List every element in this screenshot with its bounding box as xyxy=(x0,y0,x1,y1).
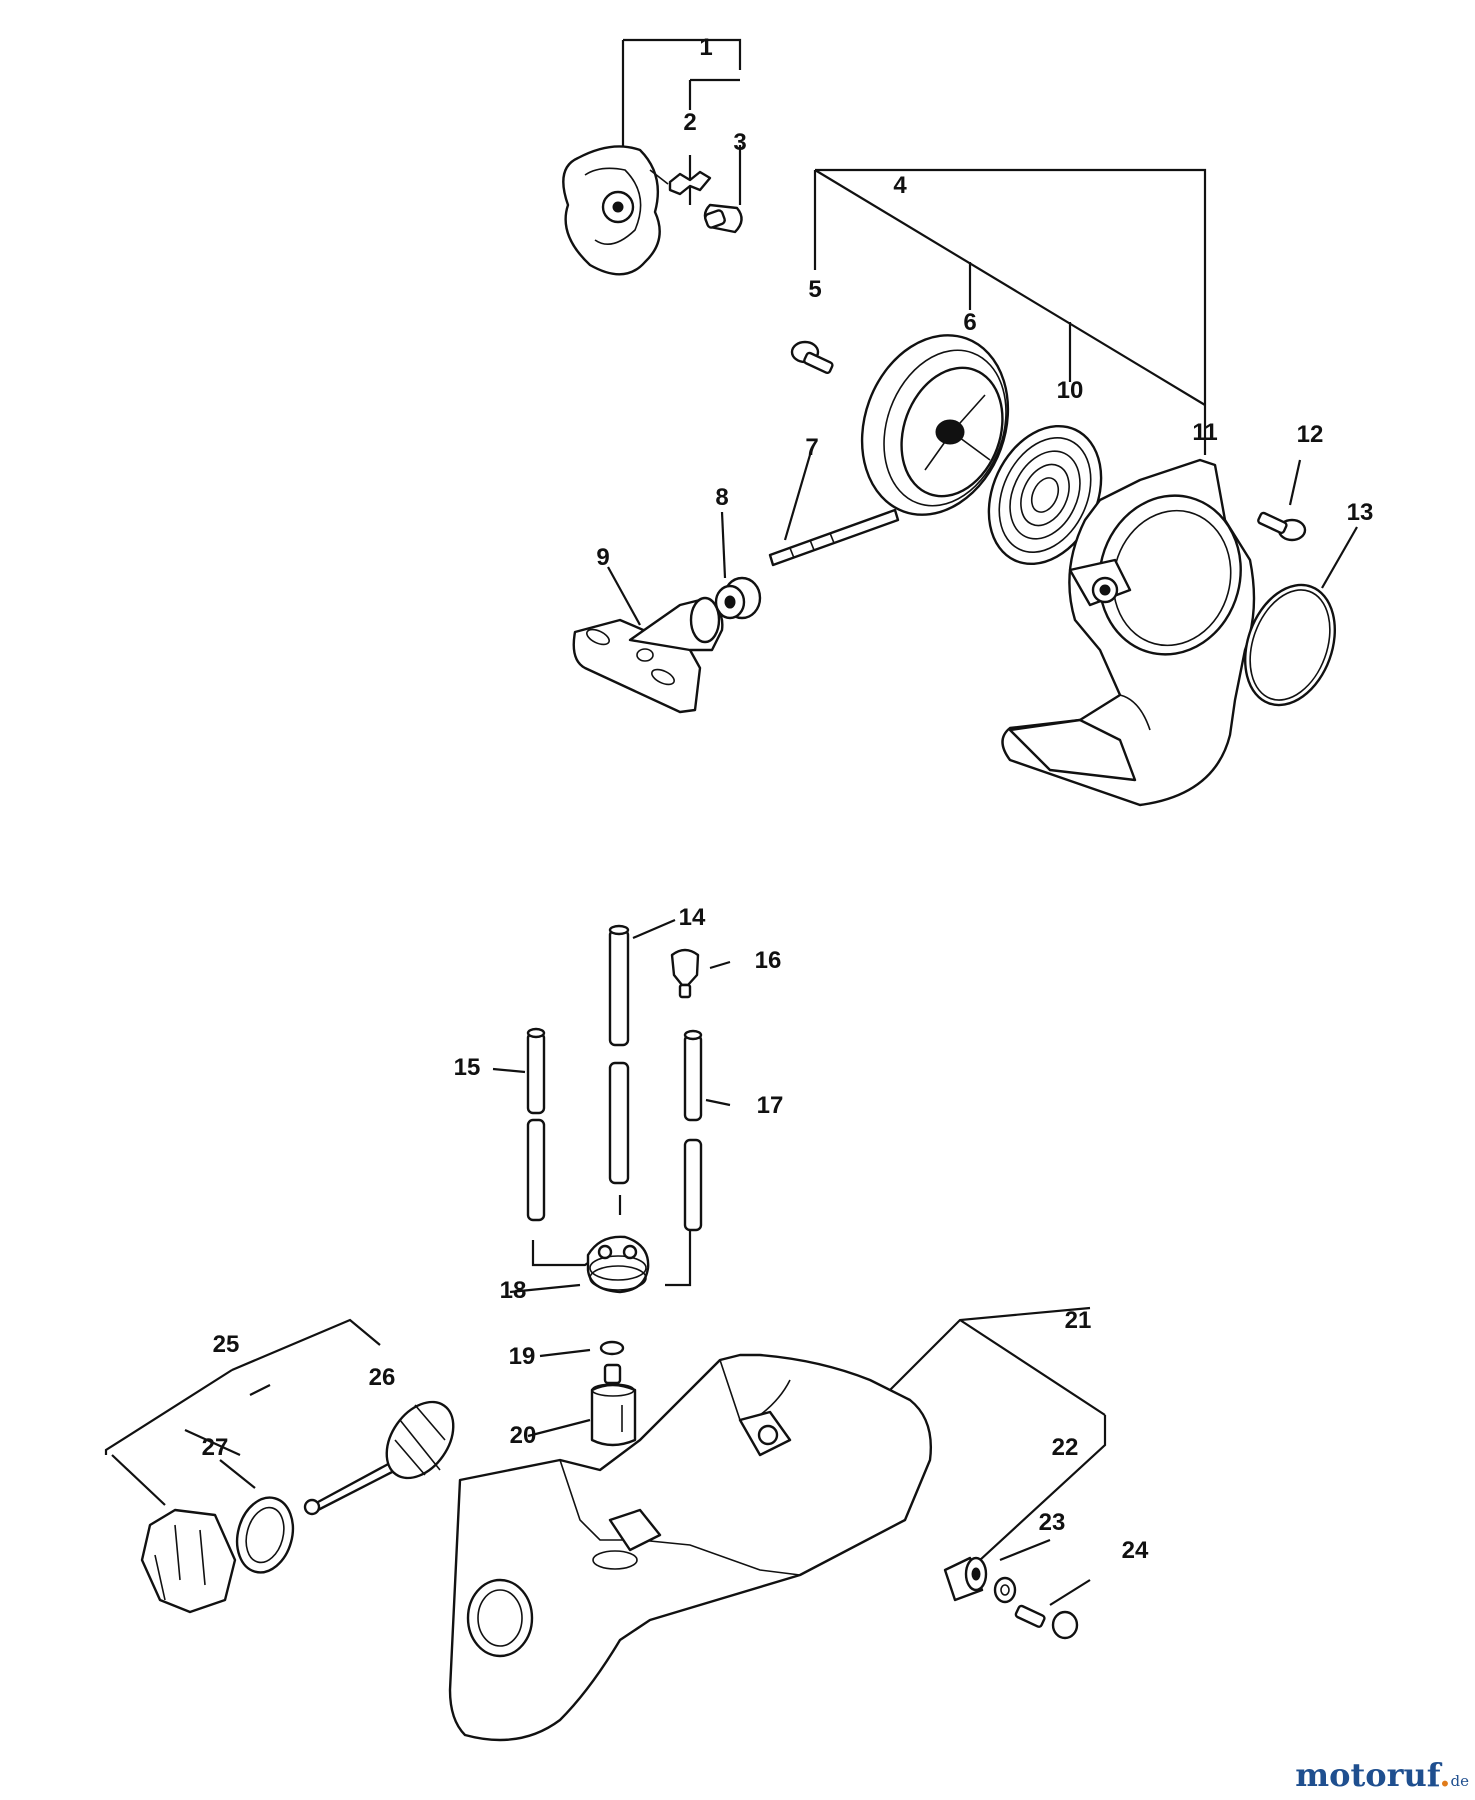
callout-labels: 1 2 3 4 5 6 7 8 9 10 11 12 13 14 15 16 1… xyxy=(202,34,1374,1564)
starter-housing xyxy=(1001,458,1256,807)
callout-25: 25 xyxy=(213,1331,240,1358)
callout-4: 4 xyxy=(893,172,907,199)
callout-26: 26 xyxy=(369,1364,396,1391)
callout-24: 24 xyxy=(1122,1537,1149,1564)
callout-15: 15 xyxy=(454,1054,481,1081)
check-valve xyxy=(670,948,700,999)
callout-27: 27 xyxy=(202,1434,229,1461)
starter-rope xyxy=(768,508,900,567)
callout-18: 18 xyxy=(500,1277,527,1304)
washer-23 xyxy=(993,1576,1017,1604)
starter-handle xyxy=(572,596,724,714)
clutch-spring xyxy=(649,169,712,196)
fuel-tank xyxy=(448,1353,932,1742)
callout-10: 10 xyxy=(1057,377,1084,404)
clutch-pin xyxy=(703,203,743,234)
mount-sleeve xyxy=(943,1556,988,1602)
cap-gasket xyxy=(235,1496,295,1574)
recoil-pulley xyxy=(860,334,1010,516)
callout-13: 13 xyxy=(1347,499,1374,526)
o-ring-19 xyxy=(599,1340,625,1356)
callout-14: 14 xyxy=(679,904,706,931)
housing-gasket xyxy=(1243,583,1337,707)
fuel-strainer xyxy=(303,1400,455,1516)
bolt-5 xyxy=(790,340,834,375)
clutch-shoe-assembly xyxy=(562,145,661,276)
callout-3: 3 xyxy=(733,129,746,156)
callout-11: 11 xyxy=(1192,419,1217,446)
callout-6: 6 xyxy=(963,309,976,336)
callout-9: 9 xyxy=(596,544,609,571)
screw-12 xyxy=(1257,511,1307,542)
callout-19: 19 xyxy=(509,1343,536,1370)
callout-17: 17 xyxy=(757,1092,784,1119)
callout-1: 1 xyxy=(699,34,712,61)
callout-20: 20 xyxy=(510,1422,537,1449)
fuel-tubes xyxy=(526,924,703,1232)
callout-5: 5 xyxy=(808,276,821,303)
callout-22: 22 xyxy=(1052,1434,1079,1461)
fuel-filter xyxy=(590,1363,637,1447)
callout-23: 23 xyxy=(1039,1509,1066,1536)
tank-grommet xyxy=(586,1235,650,1294)
fuel-cap xyxy=(140,1508,237,1614)
callout-16: 16 xyxy=(755,947,782,974)
callout-7: 7 xyxy=(805,434,818,461)
callout-21: 21 xyxy=(1065,1307,1092,1334)
callout-12: 12 xyxy=(1297,421,1324,448)
callout-8: 8 xyxy=(715,484,728,511)
watermark-tld: de xyxy=(1450,1772,1469,1790)
rope-grommet xyxy=(714,576,762,620)
bolt-24 xyxy=(1014,1604,1079,1640)
callout-2: 2 xyxy=(683,109,696,136)
watermark-main: motoruf xyxy=(1295,1756,1440,1794)
watermark-logo: motoruf.de xyxy=(1295,1756,1469,1794)
